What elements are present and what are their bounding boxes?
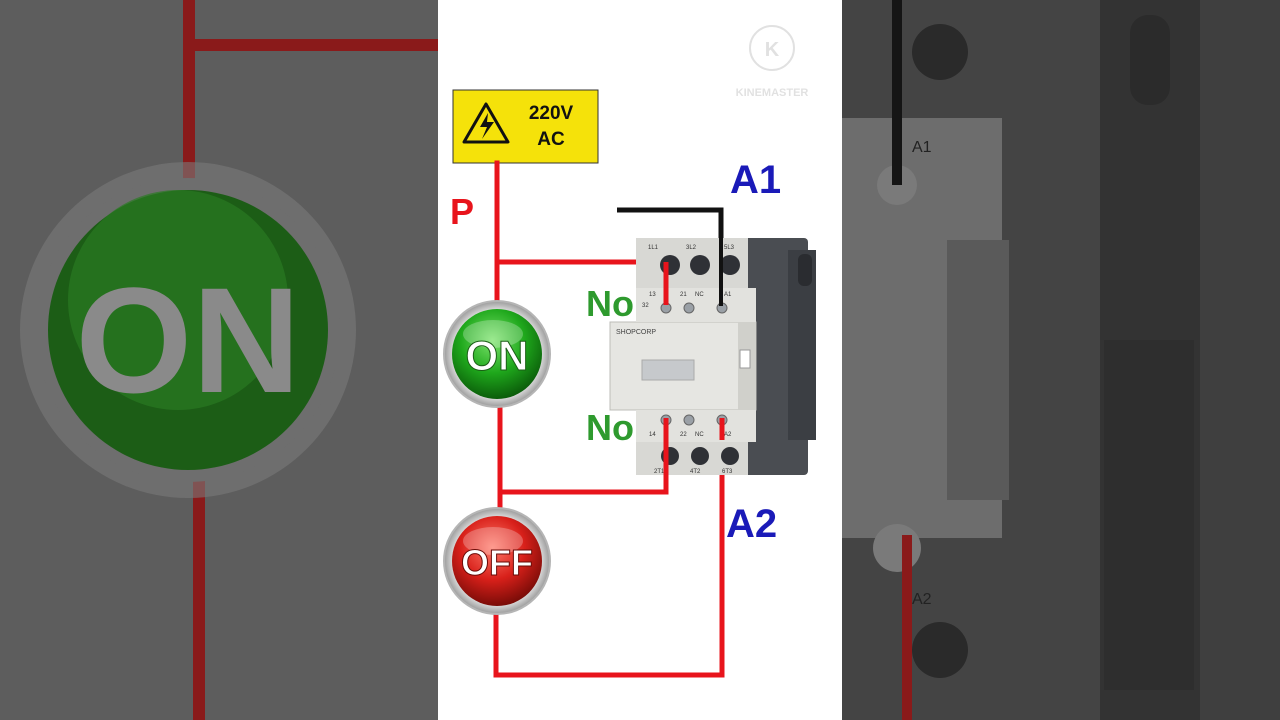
- aux-a2: A2: [724, 432, 732, 438]
- terminal-2t1: 2T1: [654, 469, 665, 475]
- left-background-art: ON: [0, 0, 438, 720]
- kinemaster-text: KINEMASTER: [736, 87, 809, 99]
- coil-a1-label: A1: [730, 158, 781, 202]
- warning-voltage-text: 220V: [529, 103, 574, 124]
- on-button-label: ON: [466, 332, 529, 379]
- no-contact-bottom-label: No: [586, 407, 634, 448]
- terminal-6t3: 6T3: [722, 469, 733, 475]
- left-background-panel: ON: [0, 0, 438, 720]
- right-bg-a2-text: A2: [912, 591, 932, 608]
- aux-13: 13: [649, 292, 656, 298]
- wiring-diagram: 220V AC P SHOPCORP: [443, 25, 816, 678]
- phase-label: P: [450, 191, 474, 232]
- coil-a2-label: A2: [726, 502, 777, 546]
- contactor-brand: SHOPCORP: [616, 329, 656, 336]
- right-background-panel: A1 A2: [842, 0, 1280, 720]
- terminal-3l2: 3L2: [686, 245, 697, 251]
- aux-14: 14: [649, 432, 656, 438]
- aux-21: 21: [680, 292, 687, 298]
- kinemaster-watermark: K KINEMASTER: [736, 25, 809, 99]
- terminal-4t2: 4T2: [690, 469, 701, 475]
- aux-nc-bottom: NC: [695, 432, 704, 438]
- off-button: OFF: [443, 507, 551, 615]
- contactor: SHOPCORP 1L1 3L2 5L3 13 21 NC A1 32 14: [609, 238, 816, 475]
- left-bg-on-text: ON: [76, 256, 301, 424]
- right-bg-a1-text: A1: [912, 139, 932, 156]
- off-button-label: OFF: [461, 542, 533, 583]
- kinemaster-logo-icon: [749, 25, 795, 71]
- no-contact-top-label: No: [586, 283, 634, 324]
- svg-text:K: K: [765, 39, 780, 61]
- aux-22: 22: [680, 432, 687, 438]
- terminal-1l1: 1L1: [648, 245, 659, 251]
- wiring-diagram-panel: 220V AC P SHOPCORP: [438, 0, 842, 720]
- warning-ac-text: AC: [537, 129, 565, 150]
- aux-nc-top: NC: [695, 292, 704, 298]
- aux-32: 32: [642, 303, 649, 309]
- high-voltage-icon: [462, 102, 510, 144]
- right-background-art: A1 A2: [842, 0, 1280, 720]
- aux-a1: A1: [724, 292, 732, 298]
- on-button: ON: [443, 300, 551, 408]
- terminal-5l3: 5L3: [724, 245, 735, 251]
- wire-off-to-a2: [493, 417, 725, 678]
- warning-sign: 220V AC: [452, 89, 599, 164]
